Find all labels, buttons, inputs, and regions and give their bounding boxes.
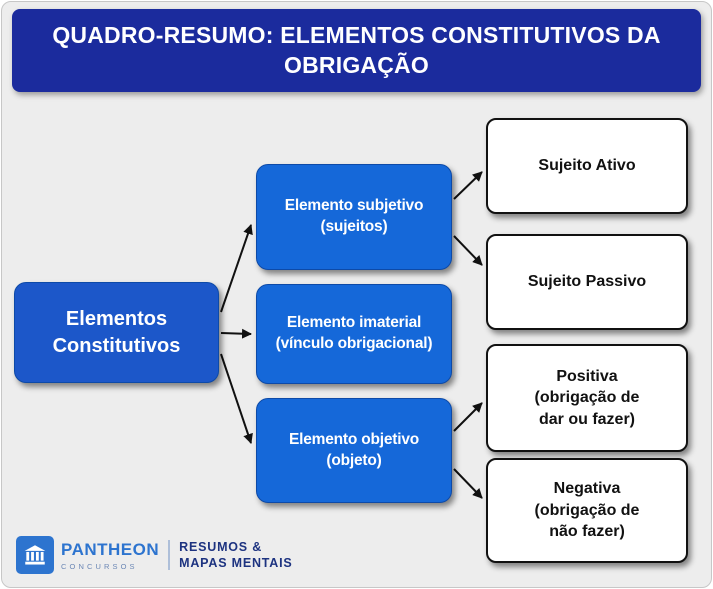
node-label-line2: (objeto) bbox=[326, 451, 382, 469]
node-label-line1: Positiva bbox=[556, 367, 618, 385]
tagline-line1: RESUMOS & bbox=[179, 539, 263, 554]
node-elemento-objetivo: Elemento objetivo (objeto) bbox=[256, 398, 452, 503]
node-negativa: Negativa (obrigação de não fazer) bbox=[486, 458, 688, 563]
brand-name: PANTHEON bbox=[61, 539, 160, 559]
brand-text: PANTHEON CONCURSOS bbox=[61, 540, 159, 571]
tagline-line2: MAPAS MENTAIS bbox=[179, 556, 293, 570]
pantheon-building-icon bbox=[16, 536, 54, 574]
node-label-line1: Sujeito Passivo bbox=[527, 273, 647, 291]
node-sujeito-ativo: Sujeito Ativo bbox=[486, 118, 688, 214]
brand-divider bbox=[168, 540, 171, 570]
node-label-line2: (sujeitos) bbox=[320, 218, 388, 235]
brand-subtitle: CONCURSOS bbox=[61, 561, 138, 571]
node-label-line1: Sujeito Ativo bbox=[538, 157, 636, 175]
page-title: QUADRO-RESUMO: ELEMENTOS CONSTITUTIVOS D… bbox=[52, 22, 661, 78]
node-sujeito-passivo: Sujeito Passivo bbox=[486, 234, 688, 330]
node-label-line2: (obrigação de não fazer) bbox=[534, 501, 640, 541]
node-label-line1: Elemento imaterial bbox=[286, 314, 422, 332]
node-label-line1: Negativa bbox=[553, 480, 621, 498]
node-label-line2: (obrigação de dar ou fazer) bbox=[534, 389, 640, 428]
node-elementos-constitutivos: Elementos Constitutivos bbox=[14, 282, 219, 383]
header-banner: QUADRO-RESUMO: ELEMENTOS CONSTITUTIVOS D… bbox=[12, 9, 701, 92]
node-label-line2: (vínculo obrigacional) bbox=[275, 335, 433, 352]
brand-logo: PANTHEON CONCURSOS RESUMOS & MAPAS MENTA… bbox=[16, 536, 293, 574]
node-label-line1: Elementos bbox=[65, 307, 168, 330]
node-label-line2: Constitutivos bbox=[52, 334, 181, 357]
node-label-line1: Elemento objetivo bbox=[288, 430, 420, 448]
node-label-line1: Elemento subjetivo bbox=[284, 197, 424, 215]
brand-tagline: RESUMOS & MAPAS MENTAIS bbox=[179, 539, 292, 572]
node-positiva: Positiva (obrigação de dar ou fazer) bbox=[486, 344, 688, 452]
node-elemento-imaterial: Elemento imaterial (vínculo obrigacional… bbox=[256, 284, 452, 384]
node-elemento-subjetivo: Elemento subjetivo (sujeitos) bbox=[256, 164, 452, 270]
